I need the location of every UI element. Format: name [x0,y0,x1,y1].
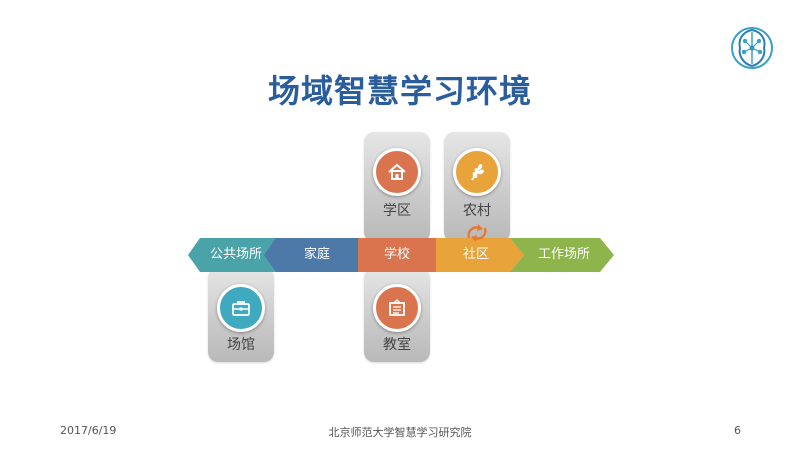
changguan-label: 场馆 [227,337,255,353]
chain-segment-public [188,238,276,272]
book-icon [389,298,405,316]
nongcun-label: 农村 [463,203,491,219]
briefcase-icon [232,301,250,316]
card-jiaoshi: 教室 [364,268,430,362]
chain-segment-community [436,238,524,272]
changguan-circle [217,284,265,332]
chain-segment-school [358,238,436,272]
xuequ-label: 学区 [383,203,411,219]
jiaoshi-label: 教室 [383,337,411,353]
footer-page-number: 6 [734,424,741,437]
cycle-arrows-icon [467,224,487,242]
chain-arrows [188,238,614,272]
xuequ-circle [373,148,421,196]
chain-segment-home [264,238,358,272]
footer-date: 2017/6/19 [60,424,117,437]
nongcun-circle [453,148,501,196]
footer-organization: 北京师范大学智慧学习研究院 [328,426,472,439]
slide-title: 场域智慧学习环境 [267,72,532,110]
card-changguan: 场馆 [208,268,274,362]
wheat-icon [471,164,484,181]
brain-logo-icon [731,27,773,69]
chain-label-home: 家庭 [303,247,330,262]
chain-label-community: 社区 [462,247,489,262]
location-chain: 公共场所 家庭 学校 社区 工作场所 [188,238,614,272]
card-xuequ: 学区 [364,132,430,242]
jiaoshi-circle [373,284,421,332]
chain-label-school: 学校 [383,247,410,262]
chain-label-workplace: 工作场所 [537,247,590,262]
house-icon [388,163,406,180]
chain-label-public: 公共场所 [209,247,262,262]
card-nongcun: 农村 [444,132,510,242]
chain-segment-workplace [510,238,614,272]
